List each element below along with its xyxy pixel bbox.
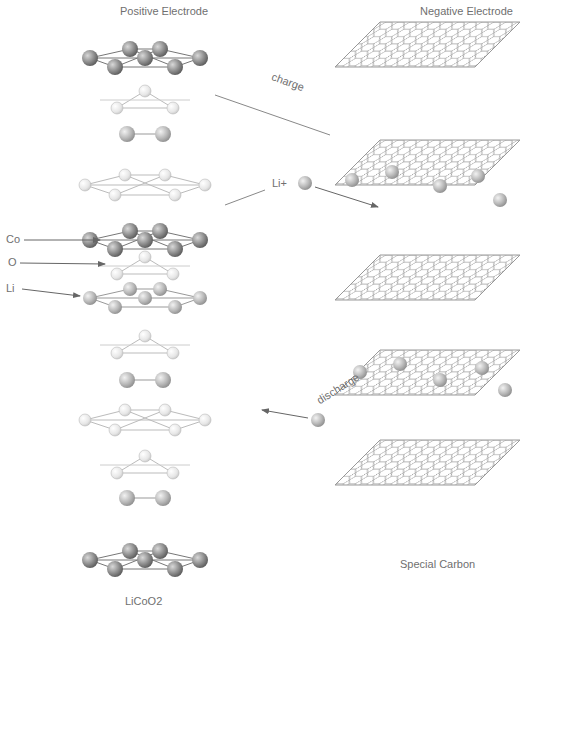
atom-label: Co bbox=[6, 233, 20, 246]
ion-arrows bbox=[215, 95, 378, 427]
graphite-sheets bbox=[335, 22, 520, 485]
licoo2-layers bbox=[79, 41, 211, 577]
lithium-ions bbox=[345, 165, 512, 397]
electrode-title: Negative Electrode bbox=[420, 5, 513, 18]
electrode-title: Positive Electrode bbox=[120, 5, 208, 18]
atom-label: Li bbox=[6, 282, 15, 295]
charge-label: charge bbox=[270, 70, 306, 94]
atom-label: O bbox=[8, 256, 17, 269]
leader-arrows bbox=[20, 240, 105, 296]
material-label: LiCoO2 bbox=[125, 595, 162, 608]
ion-label: Li+ bbox=[272, 177, 287, 190]
material-label: Special Carbon bbox=[400, 558, 475, 571]
